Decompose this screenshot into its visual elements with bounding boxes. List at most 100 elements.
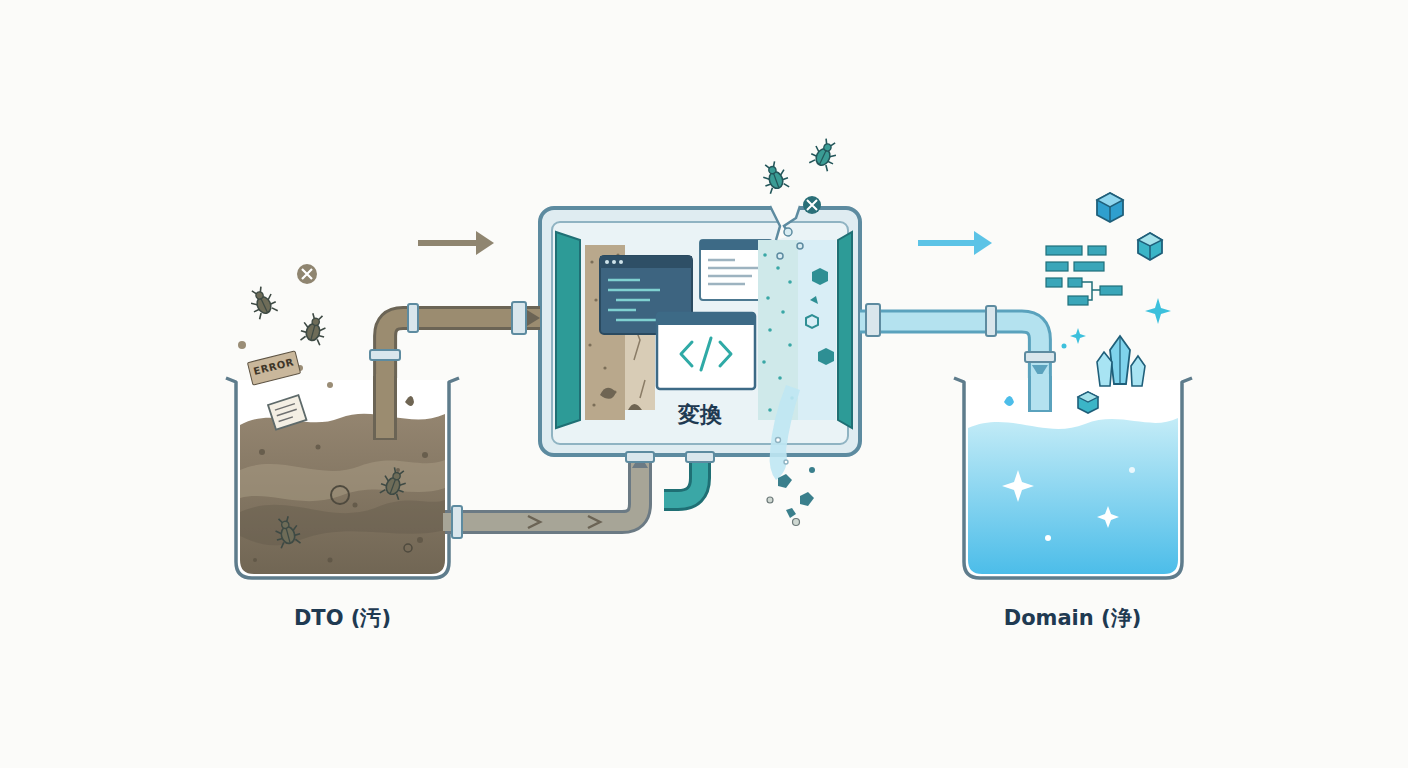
filter-unit-part-part	[594, 298, 597, 301]
domain-symbols-part-part	[1068, 278, 1082, 287]
pipe-fill	[470, 455, 640, 522]
filter-unit-part	[556, 232, 580, 428]
debris-part	[302, 269, 312, 279]
filter-unit-part	[600, 388, 616, 399]
domain-symbols-part-part	[1138, 233, 1162, 246]
filter-unit-part-part	[776, 266, 780, 270]
filtered-out-part	[767, 497, 800, 526]
filter-unit-part	[770, 385, 800, 480]
code-window-dark-part	[600, 256, 692, 268]
code-window-dark-part	[619, 260, 623, 264]
pipe-stub-blue	[866, 304, 1055, 412]
debris-part	[238, 341, 246, 349]
filter-unit-part	[776, 438, 789, 465]
filter-unit-part-part	[788, 280, 792, 284]
filter-unit-part-part	[788, 343, 792, 347]
domain-symbols-part	[1070, 328, 1086, 344]
clean-tank-part	[954, 378, 1192, 578]
domain-symbols-part-part	[1138, 233, 1162, 260]
filter-unit-part-part	[776, 438, 781, 443]
filter-unit-part-part	[590, 260, 593, 263]
filtered-out-part-part	[797, 243, 803, 249]
debris-part	[327, 382, 333, 388]
domain-symbols-part	[1097, 193, 1123, 222]
filtered-out-part	[759, 159, 791, 194]
domain-symbols-part	[1078, 392, 1098, 413]
debris-part-part	[268, 395, 306, 430]
pipe-stub-brown-part	[512, 302, 526, 334]
clean-tank-part	[968, 418, 1178, 574]
clean-tank-part	[1002, 470, 1034, 502]
domain-symbols-part-part	[1109, 207, 1111, 222]
tag-text: ERROR	[249, 355, 298, 377]
pipe-outline	[470, 455, 640, 522]
clean-tank-node: Domain (浄)	[950, 378, 1195, 640]
dirty-tank-part-part	[353, 503, 358, 508]
dirty-tank-part	[253, 445, 428, 563]
filtered-out-part	[807, 136, 841, 172]
dirty-tank-part	[331, 486, 349, 504]
filter-unit-part-part	[781, 310, 785, 314]
code-window-tag-part	[657, 313, 755, 389]
filtered-out-part-part	[793, 519, 800, 526]
dirty-tank-part	[272, 515, 303, 549]
node-label: 変換	[540, 400, 860, 430]
filter-unit-part-part	[768, 408, 772, 412]
clean-tank-part	[1045, 535, 1051, 541]
domain-symbols-part-part	[1149, 246, 1151, 260]
pipe-stub-brown-part	[376, 374, 394, 438]
debris-part	[268, 395, 306, 430]
filter-unit-part-part	[762, 360, 766, 364]
code-window-tag-part	[657, 313, 755, 325]
filter-unit	[540, 204, 860, 480]
filtered-out-part-part	[778, 474, 792, 488]
domain-symbols-part-part	[1088, 246, 1106, 255]
dirty-tank-part	[240, 500, 445, 545]
filtered-out-part	[803, 196, 821, 214]
filtered-out-part-part	[786, 508, 796, 518]
domain-symbols-part	[1138, 233, 1162, 260]
pipe-stub-teal	[626, 452, 714, 500]
dirty-tank-part	[240, 460, 445, 501]
filtered-out	[759, 136, 842, 526]
debris-part	[246, 284, 280, 320]
domain-symbols-part-part	[1068, 296, 1088, 305]
clean-pipe	[860, 322, 1048, 378]
domain-symbols-part-part	[1046, 278, 1062, 287]
dirty-tank	[226, 378, 459, 578]
node-label: Domain (浄)	[950, 604, 1195, 632]
return-pipe	[470, 455, 648, 522]
pipe-stub-teal-part	[686, 452, 714, 462]
domain-symbols-part-part	[1078, 392, 1098, 413]
pipe-stub-blue-part	[1025, 352, 1055, 362]
dirty-tank-node: DTO (汚)	[215, 378, 470, 640]
filter-unit-part	[628, 404, 642, 410]
domain-symbols-part	[1062, 344, 1067, 349]
dirty-tank-part	[226, 378, 459, 578]
code-window-tag-part	[681, 338, 731, 370]
filter-unit-part-part	[818, 348, 834, 365]
dirty-tank-part	[378, 465, 410, 500]
debris-part	[297, 264, 317, 284]
pipe-stub-teal-part	[626, 452, 654, 462]
dirty-tank-part	[404, 544, 412, 552]
flow-arrow-brown-part	[476, 231, 494, 255]
filtered-out-part	[777, 228, 803, 259]
crystal-part	[1119, 336, 1120, 384]
pipe-stub-brown	[370, 302, 526, 440]
dirty-tank-part	[240, 414, 445, 574]
pipe-stub-brown-part	[370, 350, 400, 360]
domain-symbols-part-part	[1046, 246, 1082, 255]
debris-part	[405, 396, 414, 406]
error-tag: ERROR	[247, 350, 301, 385]
filtered-out-part-part	[784, 228, 792, 236]
domain-symbols-part	[1082, 282, 1100, 300]
pipe-stub-grey-part	[528, 516, 600, 528]
filter-unit-part-part	[588, 343, 591, 346]
code-window-tag	[657, 313, 755, 389]
filter-unit-part-part	[603, 366, 606, 369]
pipe-outline	[860, 322, 1040, 378]
flow-arrow-blue-part	[918, 240, 978, 246]
